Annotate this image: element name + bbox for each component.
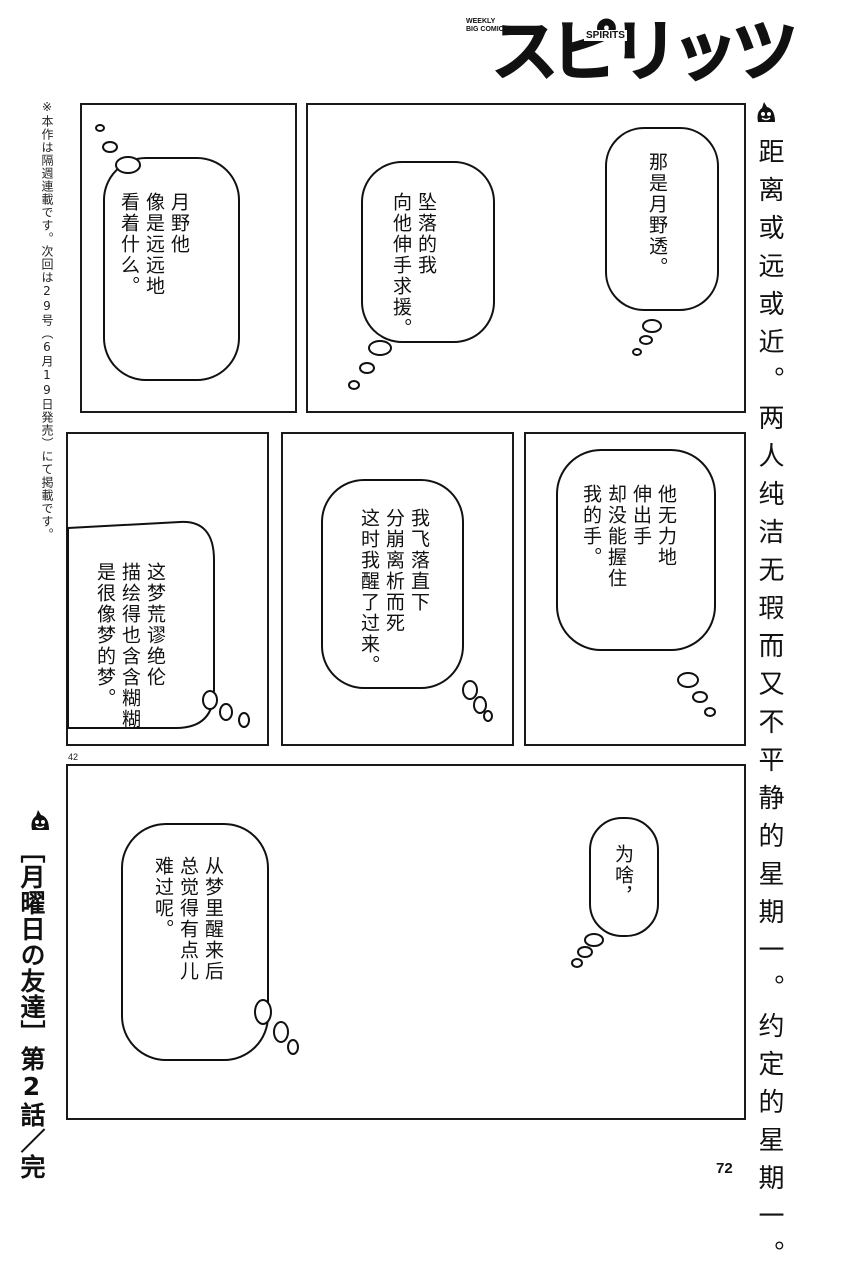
side-caption: 距离或远或近。两人纯洁无瑕而又不平静的星期一。约定的星期一。	[754, 138, 784, 1278]
page-number: 72	[716, 1160, 733, 1177]
logo-main-text: スピリッツ	[491, 12, 799, 91]
bubble-text-1: 月野他 像是远远地 看着什么。	[118, 192, 190, 297]
bubble-text-2: 坠落的我 向他伸手求援。	[390, 192, 437, 339]
bubble-text-6: 他无力地 伸出手 却没能握住 我的手。	[580, 484, 677, 589]
logo-weekly-text: WEEKLY BIG COMIC	[466, 18, 504, 33]
ghost-icon	[757, 102, 775, 122]
bubble-text-4: 这梦荒谬绝伦 描绘得也含含糊糊 是很像梦的梦。	[94, 562, 166, 730]
bubble-text-7: 从梦里醒来后 总觉得有点儿 难过呢。	[152, 856, 224, 982]
panel-top-right	[306, 103, 746, 413]
serialization-note: ※本作は隔週連載です。次回は29号（6月19日発売）にて掲載です。	[40, 100, 54, 541]
bubble-text-3: 那是月野透。	[646, 152, 668, 278]
bubble-text-8: 为啥，	[612, 844, 634, 907]
page-number-small: 42	[68, 752, 79, 762]
ghost-icon-title	[31, 810, 49, 830]
magazine-logo: WEEKLY BIG COMIC スピリッツ SPIRITS	[466, 8, 799, 96]
logo-spirits-text: SPIRITS	[584, 30, 627, 41]
panel-mid-right	[524, 432, 746, 746]
bubble-text-5: 我飞落直下 分崩离析而死 这时我醒了过来。	[358, 508, 430, 676]
series-title: ［月曜日の友達］第2話／完	[17, 838, 46, 1180]
